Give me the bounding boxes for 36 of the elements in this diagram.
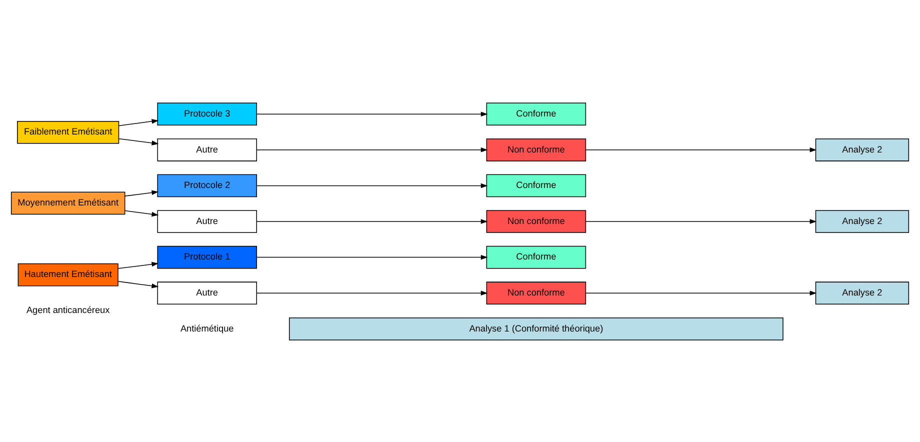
arrow: [118, 280, 159, 288]
node-box: Conforme: [486, 174, 586, 197]
node-box: Faiblement Emétisant: [17, 120, 120, 144]
node-box: Non conforme: [486, 210, 586, 232]
node-box: Autre: [157, 281, 257, 304]
node-box: Protocole 2: [157, 174, 257, 197]
arrow: [124, 190, 159, 196]
node-box: Autre: [157, 138, 257, 161]
node-box: Analyse 2: [815, 138, 910, 161]
arrow: [118, 261, 159, 268]
arrow: [256, 254, 488, 260]
node-box: Protocole 3: [157, 102, 257, 126]
arrow: [586, 218, 817, 224]
arrow: [118, 138, 159, 145]
node-box: Protocole 1: [157, 245, 257, 268]
arrow: [586, 290, 817, 295]
arrow: [124, 210, 159, 216]
node-box: Conforme: [486, 102, 586, 126]
node-box: Analyse 2: [815, 281, 910, 304]
node-box: Non conforme: [486, 281, 586, 304]
node-box: Autre: [157, 210, 257, 232]
arrow: [256, 218, 488, 224]
arrow: [256, 290, 488, 295]
label: Antiémétique: [180, 322, 234, 333]
node-box: Analyse 2: [815, 210, 910, 232]
node-box: Non conforme: [486, 138, 586, 161]
node-box: Hautement Emétisant: [18, 262, 118, 286]
node-box: Moyennement Emétisant: [10, 191, 126, 214]
arrow: [586, 147, 817, 152]
arrow: [256, 111, 488, 116]
label: Agent anticancéreux: [26, 304, 110, 314]
node-box: Analyse 1 (Conformité théorique): [288, 316, 784, 340]
arrow: [256, 182, 488, 188]
arrow: [118, 118, 159, 126]
node-box: Conforme: [486, 245, 586, 268]
arrow: [256, 147, 488, 152]
